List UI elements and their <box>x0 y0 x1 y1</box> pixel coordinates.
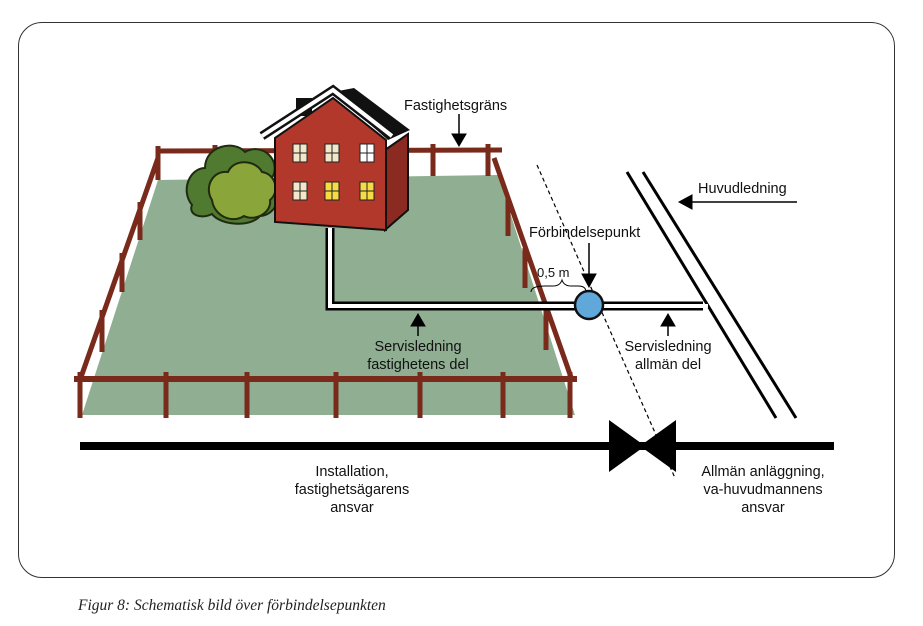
arrow-left-icon <box>677 194 693 210</box>
front-fence <box>74 372 577 418</box>
left-fence <box>77 157 161 418</box>
arrow-down-icon <box>451 133 467 147</box>
label-distance: 0,5 m <box>537 265 570 280</box>
connection-point-marker <box>573 289 605 321</box>
distance-brace <box>530 278 587 293</box>
label-installation-1: Installation, <box>315 464 388 480</box>
service-line-private <box>325 228 592 311</box>
responsibility-bar <box>80 420 834 472</box>
arrow-up-icon <box>660 313 676 327</box>
label-service-public-2: allmän del <box>635 357 701 373</box>
bowtie-left-icon <box>609 420 645 472</box>
label-service-private-2: fastighetens del <box>367 357 469 373</box>
main-line <box>625 171 798 419</box>
label-connection-point: Förbindelsepunkt <box>529 225 640 241</box>
responsibility-boundary-line <box>536 164 676 479</box>
arrows <box>410 114 797 336</box>
label-installation-2: fastighetsägarens <box>295 482 409 498</box>
label-main-line: Huvudledning <box>698 181 787 197</box>
house-windows <box>292 143 375 201</box>
arrow-down-icon <box>581 273 597 289</box>
label-property-boundary: Fastighetsgräns <box>404 98 507 114</box>
label-service-public-1: Servisledning <box>624 339 711 355</box>
bowtie-right-icon <box>640 420 676 472</box>
label-public-facility-2: va-huvudmannens <box>703 482 822 498</box>
arrow-up-icon <box>410 313 426 327</box>
bush <box>185 144 280 225</box>
label-service-private-1: Servisledning <box>374 339 461 355</box>
label-public-facility-3: ansvar <box>741 500 785 516</box>
figure-caption: Figur 8: Schematisk bild över förbindels… <box>78 597 386 614</box>
label-public-facility-1: Allmän anläggning, <box>701 464 824 480</box>
house <box>259 84 410 233</box>
label-installation-3: ansvar <box>330 500 374 516</box>
